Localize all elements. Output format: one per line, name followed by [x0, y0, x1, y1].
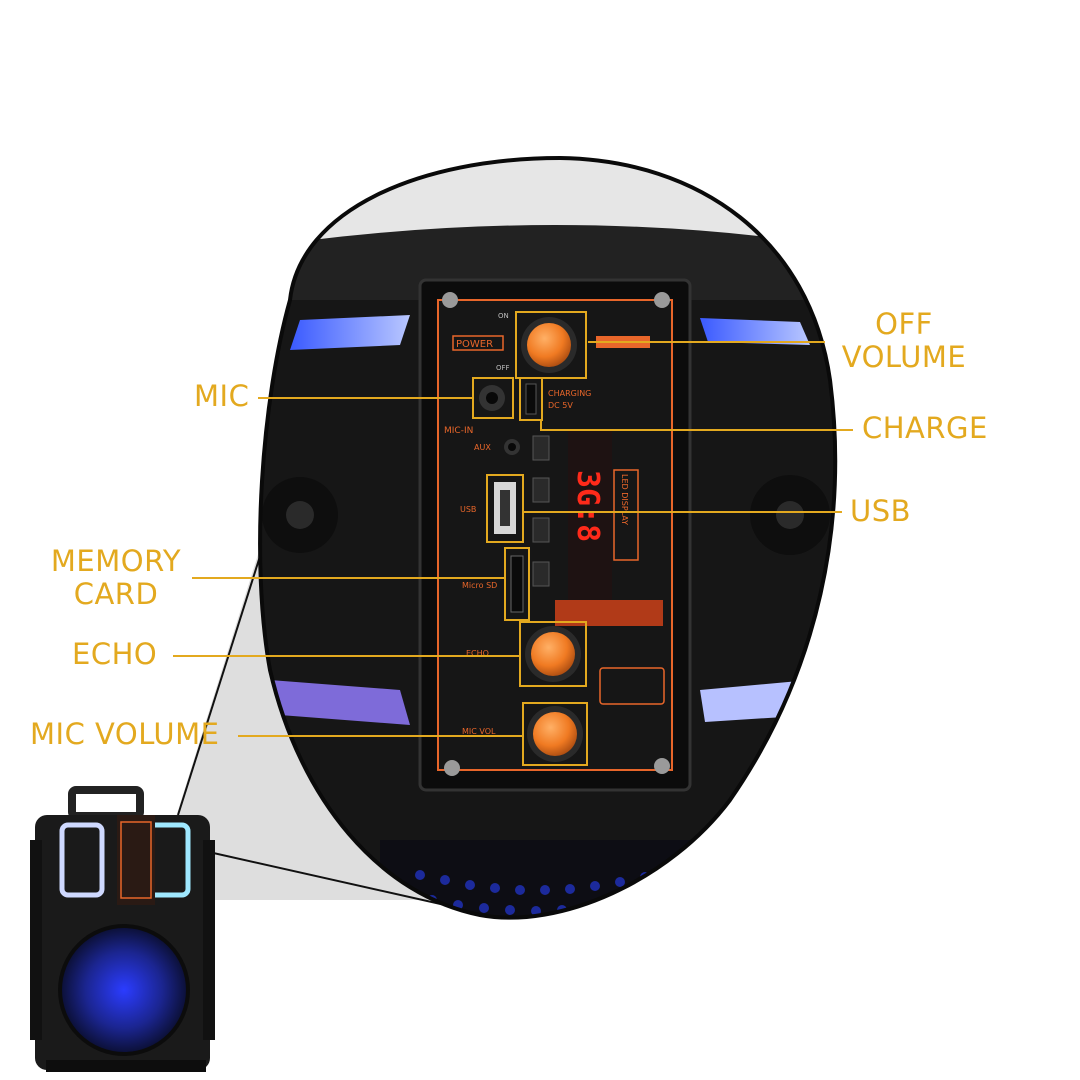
svg-text:Micro SD: Micro SD [462, 581, 497, 590]
svg-text:MIC-IN: MIC-IN [444, 426, 473, 436]
callout-echo: ECHO [72, 637, 158, 671]
callout-mic: MIC [194, 379, 250, 413]
callout-memory-card: MEMORY CARD [50, 544, 182, 611]
small-speaker-thumbnail [30, 786, 215, 1072]
svg-text:LED DISPLAY: LED DISPLAY [620, 474, 629, 525]
callout-usb: USB [850, 494, 912, 528]
svg-text:ON: ON [498, 312, 509, 320]
svg-text:DC 5V: DC 5V [548, 401, 573, 410]
svg-text:USB: USB [460, 505, 476, 514]
svg-text:ECHO: ECHO [466, 649, 489, 658]
led-digits: 3G:8 [570, 470, 605, 542]
callout-off-volume: OFF VOLUME [841, 307, 967, 374]
svg-text:MIC VOL: MIC VOL [462, 727, 496, 736]
svg-text:CHARGING: CHARGING [548, 389, 591, 398]
power-label: POWER [456, 339, 493, 350]
callout-mic-volume: MIC VOLUME [30, 717, 220, 751]
svg-text:OFF: OFF [496, 364, 510, 372]
callout-charge: CHARGE [862, 411, 988, 445]
svg-text:AUX: AUX [474, 443, 491, 452]
callout-lines [173, 341, 853, 737]
